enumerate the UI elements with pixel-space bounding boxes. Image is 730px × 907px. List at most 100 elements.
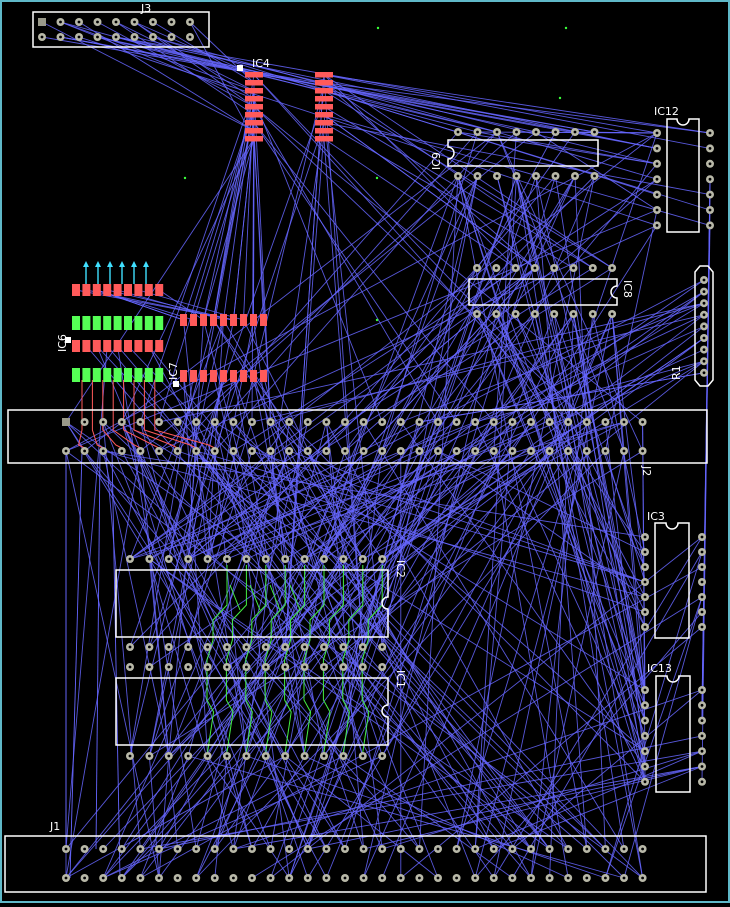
smd-pad <box>210 370 217 382</box>
cyan-arrow-head <box>119 261 125 267</box>
pad-hole <box>585 847 589 851</box>
ratsnest-line <box>604 551 703 879</box>
pad-hole <box>83 420 86 424</box>
pad-hole <box>548 847 551 851</box>
pad-hole <box>643 780 647 784</box>
ratsnest-line <box>323 90 711 211</box>
pad-hole <box>708 208 712 212</box>
ratsnest-line <box>495 313 646 737</box>
ratsnest-line <box>168 450 513 757</box>
pad-hole <box>473 449 477 453</box>
ratsnest-line <box>265 337 705 668</box>
cyan-arrow-head <box>143 261 149 267</box>
label-ic3: IC3 <box>647 510 665 523</box>
ratsnest-line <box>121 755 228 879</box>
ratsnest-line <box>233 375 364 757</box>
ratsnest-line <box>78 21 255 132</box>
green-trace <box>284 565 306 753</box>
smd-pad <box>245 96 263 102</box>
ratsnest-line <box>474 421 513 850</box>
smd-pad <box>245 88 263 94</box>
ratsnest-line <box>382 750 703 850</box>
ratsnest-line <box>189 21 255 139</box>
ratsnest-line <box>177 450 646 613</box>
pad-hole <box>418 420 421 424</box>
pad-hole <box>700 595 704 599</box>
pad-hole <box>186 754 190 758</box>
ratsnest-line <box>611 313 646 583</box>
pad-hole <box>40 35 44 39</box>
pad-hole <box>287 449 291 453</box>
pad-hole <box>456 130 460 134</box>
ratsnest-line <box>323 114 536 269</box>
label-j2: J2 <box>640 465 653 476</box>
ratsnest-line <box>549 450 646 628</box>
pad-hole <box>269 876 272 880</box>
red-trace <box>123 380 160 449</box>
ratsnest-line <box>253 98 383 423</box>
pad-hole <box>708 131 712 135</box>
pad-hole <box>77 35 81 39</box>
pad-hole <box>511 420 514 424</box>
pad-hole <box>194 449 198 453</box>
smd-pad <box>260 370 267 382</box>
ratsnest-line <box>253 74 588 423</box>
pad-hole <box>399 876 403 880</box>
red-trace <box>133 380 178 449</box>
pad-hole <box>708 177 712 181</box>
red-trace <box>154 380 216 449</box>
via-dot <box>376 26 380 30</box>
pad-hole <box>473 420 477 424</box>
pad-hole <box>283 557 287 561</box>
pad-hole <box>380 876 384 880</box>
pad-hole <box>264 665 268 669</box>
ratsnest-line <box>611 313 646 721</box>
pad-hole <box>283 665 287 669</box>
pad-hole <box>455 449 458 453</box>
ratsnest-line <box>623 596 703 879</box>
ratsnest-line <box>102 450 327 879</box>
ratsnest-line <box>148 450 253 757</box>
ratsnest-line <box>84 131 498 452</box>
pad-hole <box>622 449 626 453</box>
pad-hole <box>380 754 384 758</box>
pad-hole <box>380 645 384 649</box>
ratsnest-line <box>604 450 646 583</box>
pad-hole <box>515 174 518 178</box>
via-dot <box>183 176 187 180</box>
ratsnest-line <box>121 450 286 757</box>
smd-pad <box>245 128 263 134</box>
pad-hole <box>591 312 595 316</box>
pad-hole <box>533 266 537 270</box>
smd-pad <box>92 316 101 330</box>
ratsnest-line <box>477 131 658 165</box>
pad-hole <box>700 749 704 753</box>
pin1-marker <box>65 337 71 343</box>
pad-hole <box>361 665 365 669</box>
ratsnest-line <box>158 224 658 452</box>
smd-pad <box>92 284 101 296</box>
pad-hole <box>610 266 614 270</box>
ratsnest-line <box>284 74 325 648</box>
pad-hole <box>455 420 458 424</box>
pad-hole <box>473 847 477 851</box>
ratsnest-line <box>102 450 170 757</box>
pad-hole <box>700 550 704 554</box>
smd-pad <box>245 104 263 110</box>
ratsnest-line <box>65 450 141 879</box>
ratsnest-line <box>233 178 658 452</box>
ratsnest-line <box>381 314 705 560</box>
ratsnest-line <box>102 313 536 879</box>
ratsnest-line <box>148 558 234 850</box>
ratsnest-line <box>106 345 532 850</box>
ratsnest-line <box>475 750 703 850</box>
ratsnest-line <box>183 319 209 560</box>
ratsnest-line <box>381 450 550 757</box>
ratsnest-line <box>496 131 644 452</box>
pad-hole <box>148 754 151 758</box>
pad-hole <box>529 847 533 851</box>
cyan-arrow-head <box>107 261 113 267</box>
pad-hole <box>566 420 570 424</box>
